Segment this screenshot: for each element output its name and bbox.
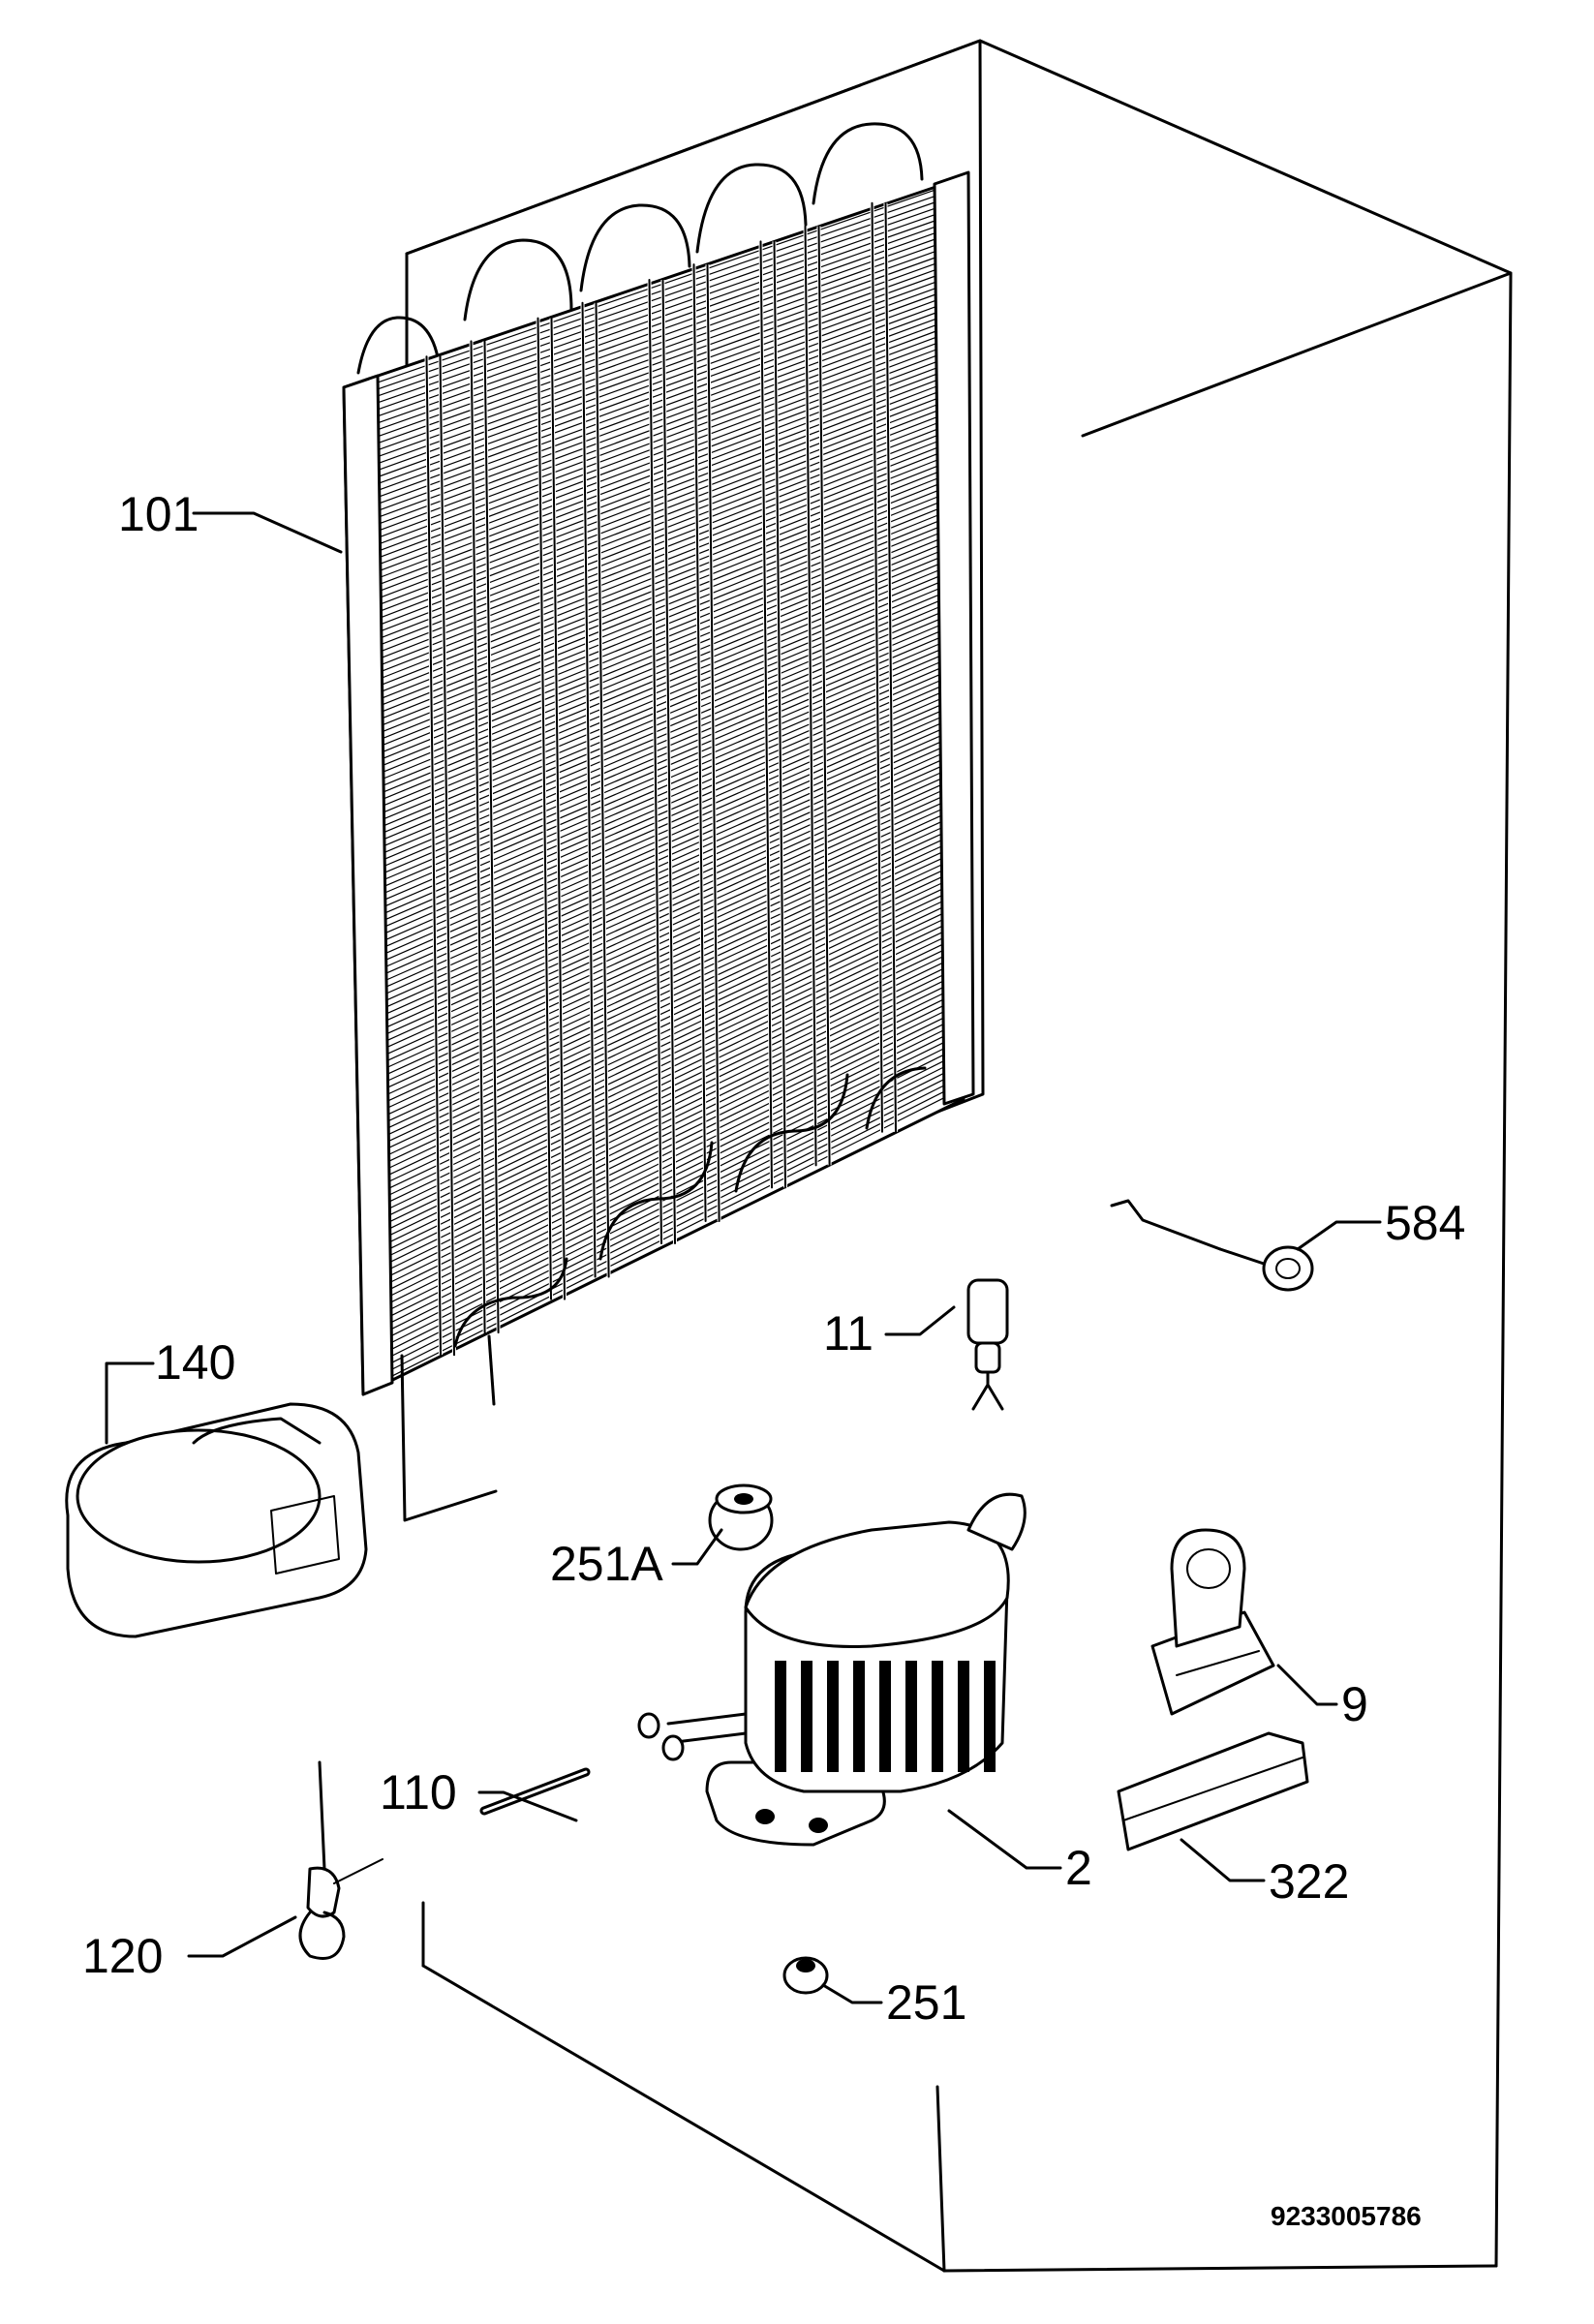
callout-2: 2	[1065, 1841, 1092, 1895]
mounting-rail	[1117, 1731, 1309, 1851]
callout-140: 140	[155, 1335, 236, 1390]
drip-tray	[65, 1402, 368, 1638]
callout-11: 11	[823, 1306, 874, 1361]
capillary-probe	[298, 1760, 383, 1960]
leader-lines	[105, 511, 1382, 2004]
rubber-grommet	[708, 1483, 774, 1551]
callout-251: 251	[886, 1975, 967, 2030]
connecting-rod	[479, 1767, 591, 1816]
callout-584: 584	[1385, 1196, 1466, 1250]
callout-322: 322	[1269, 1854, 1350, 1909]
mounting-nut	[782, 1956, 829, 1995]
callout-110: 110	[380, 1765, 457, 1819]
starter-relay	[1150, 1528, 1275, 1716]
callout-101: 101	[118, 487, 199, 541]
callout-120: 120	[82, 1929, 164, 1983]
callout-251a: 251A	[550, 1537, 663, 1591]
filter-drier	[966, 1278, 1009, 1411]
compressor	[637, 1492, 1027, 1847]
document-number: 9233005786	[1271, 2201, 1422, 2231]
callout-9: 9	[1341, 1677, 1368, 1731]
condenser	[342, 39, 985, 1522]
temperature-sensor	[1110, 1199, 1314, 1292]
